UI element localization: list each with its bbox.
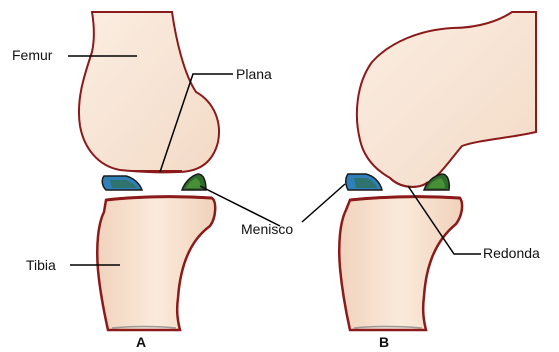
tibia-b-shape [339,197,462,330]
femur-a-shape [79,12,219,172]
menisco-leader-line-b [302,184,345,222]
panel-label-a: A [136,334,146,350]
redonda-label: Redonda [483,245,540,261]
femur-label: Femur [12,47,52,63]
menisco-label: Menisco [241,221,293,237]
panel-label-b: B [379,334,389,350]
tibia-a-shape [97,197,215,330]
tibia-label: Tibia [26,257,56,273]
femur-b-shape [357,12,536,187]
plana-label: Plana [236,66,272,82]
